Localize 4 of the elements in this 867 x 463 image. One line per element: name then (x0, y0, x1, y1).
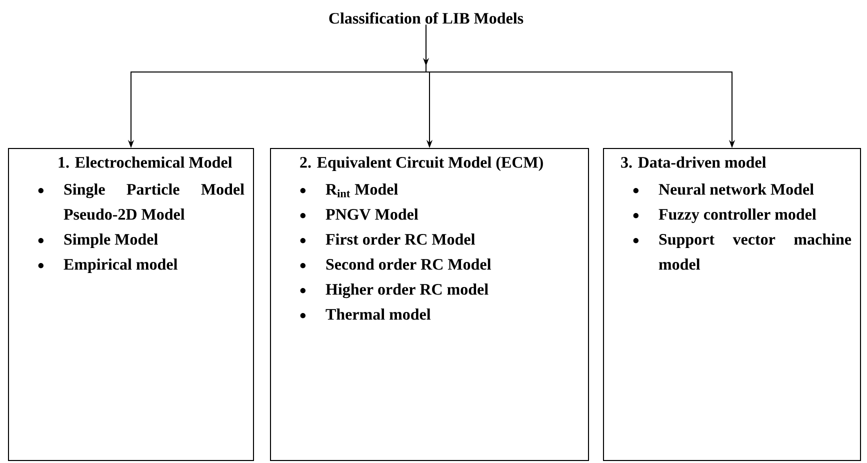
title: Classification of LIB Models (329, 12, 524, 24)
category-box: 3. Data-driven model Neural network Model Fuzzy controller model Support vector machine model (603, 148, 861, 461)
category-box: 1. Electrochemical Model Single Particle Model Pseudo-2D Model Simple Model Empirical model (8, 148, 254, 461)
category-box: 2. Equivalent Circuit Model (ECM) R$_{int}$ Model PNGV Model First order RC Model Second order RC Model Higher order RC model Thermal model (270, 148, 589, 461)
